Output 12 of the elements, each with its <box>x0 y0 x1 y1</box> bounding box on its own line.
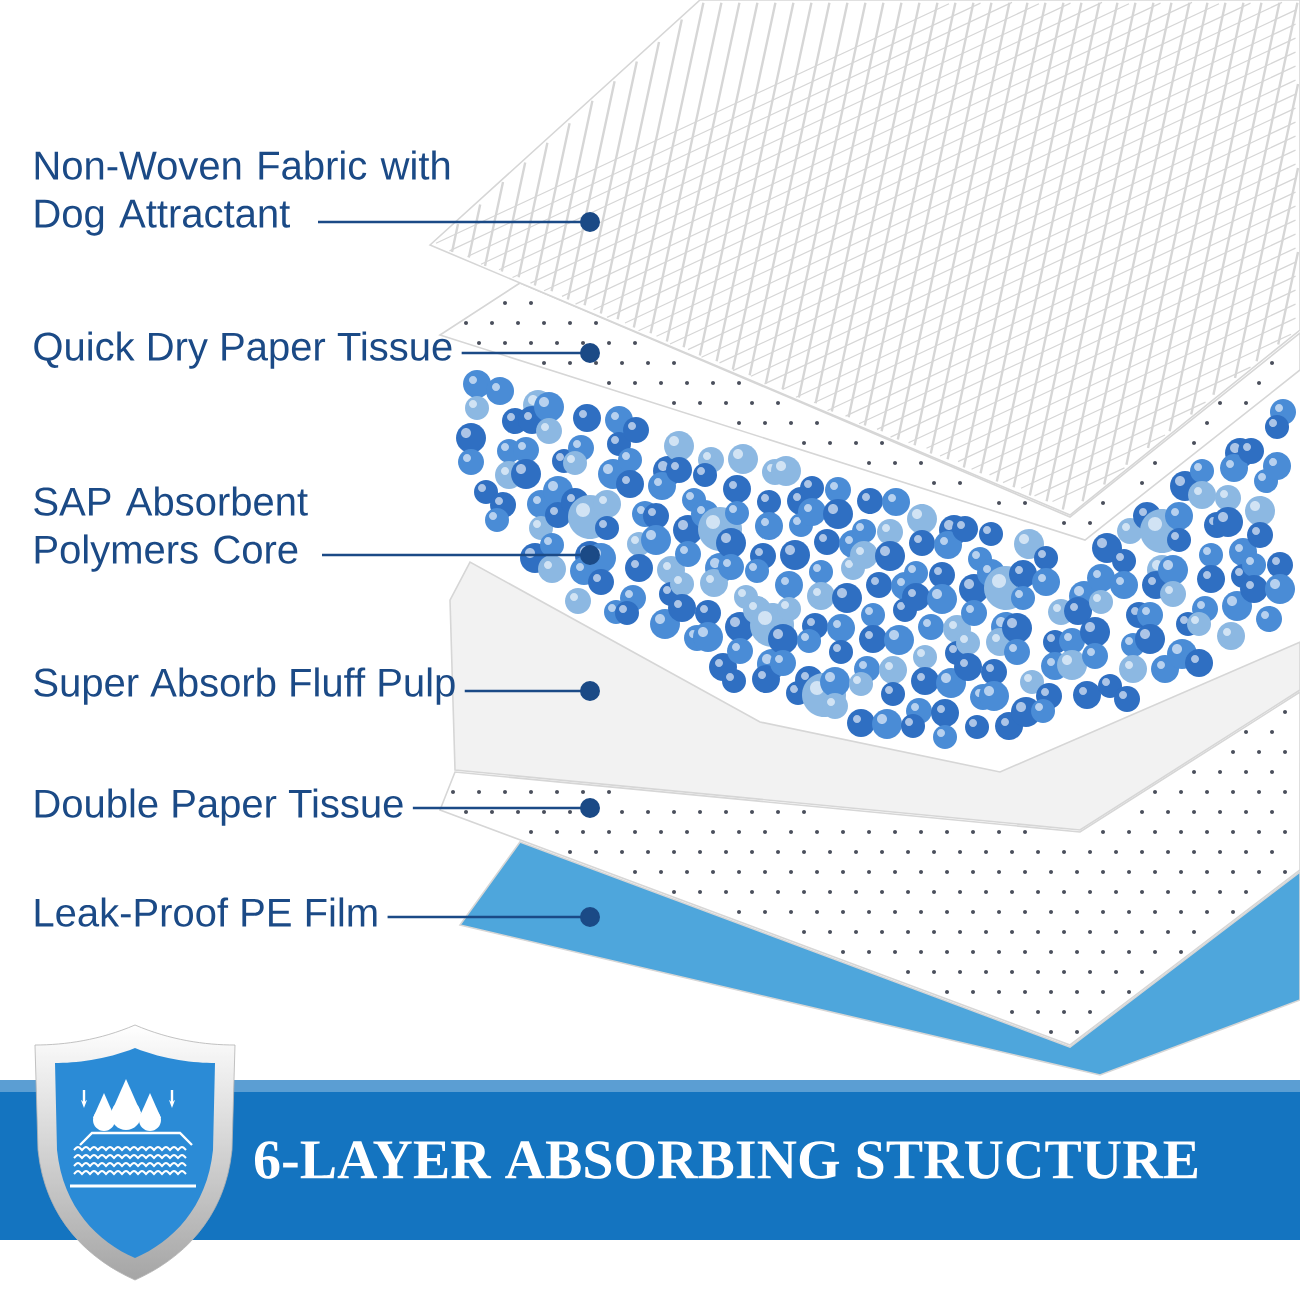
leader-line <box>461 343 600 363</box>
layer-label: Leak-Proof PE Film <box>35 897 377 927</box>
leader-line <box>318 212 600 232</box>
layer-label: Double Paper Tissue <box>35 788 403 826</box>
leader-line <box>412 798 600 818</box>
layer-label: Non-Woven Fabric with Dog Attractant <box>35 150 450 236</box>
leader-line <box>322 545 600 565</box>
layer-label: Super Absorb Fluff Pulp <box>34 667 455 705</box>
layer-label: SAP Absorbent Polymers Core <box>34 486 308 572</box>
layer-label: Quick Dry Paper Tissue <box>34 331 452 369</box>
leader-line <box>464 681 600 701</box>
leader-line <box>387 907 600 927</box>
